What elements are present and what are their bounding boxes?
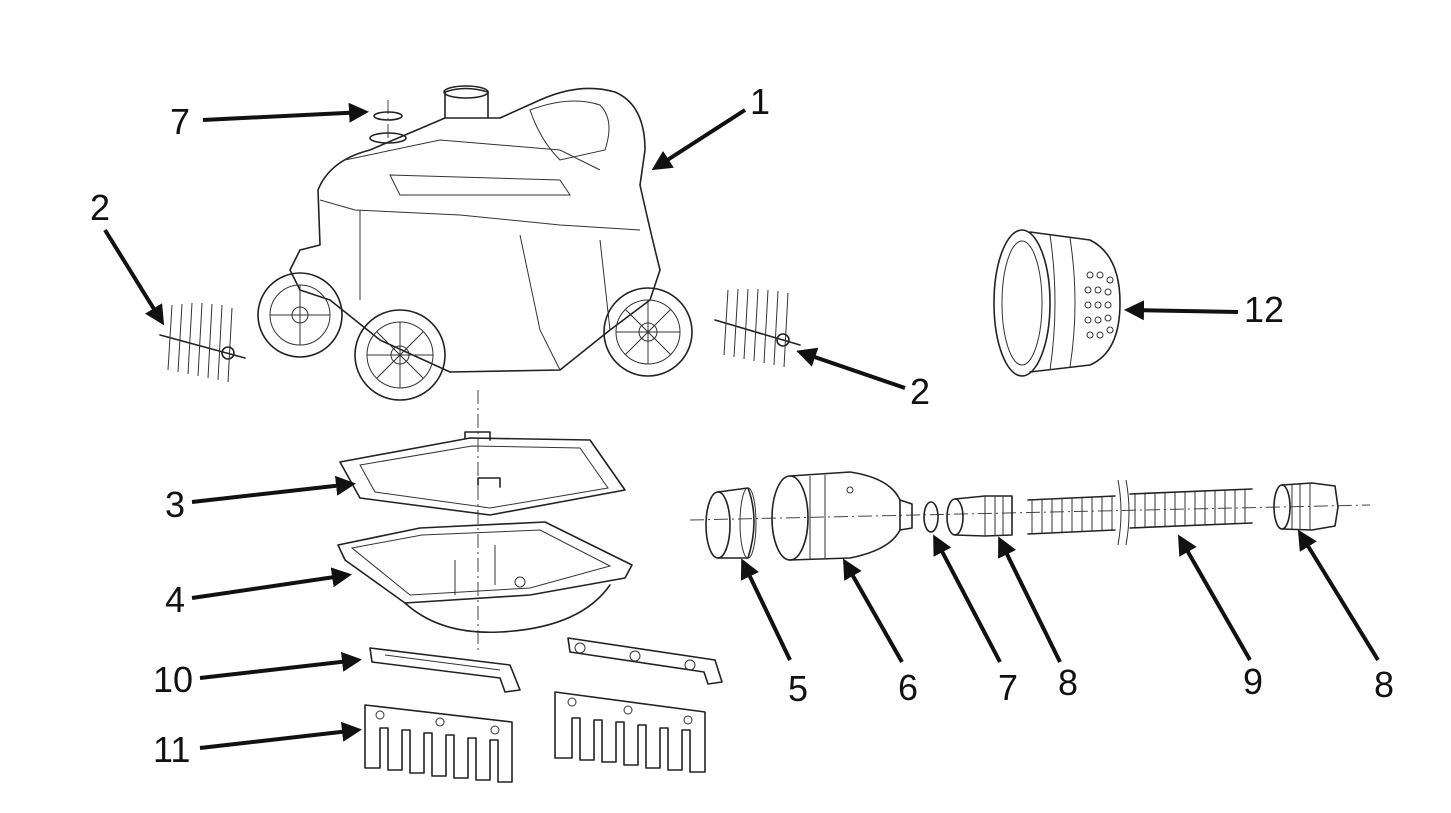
arrow-2-left — [103, 228, 165, 326]
callout-5: 5 — [788, 668, 808, 709]
arrow-2-right — [796, 347, 906, 390]
callout-arrows — [103, 102, 1380, 750]
arrow-12 — [1124, 300, 1239, 321]
callout-11: 11 — [153, 729, 190, 770]
callout-9: 9 — [1243, 661, 1263, 702]
callout-6: 6 — [898, 667, 918, 708]
arrow-4 — [191, 567, 352, 600]
callout-10: 10 — [153, 659, 193, 700]
end-cap-drawing — [705, 487, 757, 559]
swivel-connector-drawing — [771, 471, 913, 561]
clip-bar-drawing — [369, 637, 723, 693]
arrow-3 — [191, 475, 356, 504]
arrow-8-left — [998, 536, 1062, 663]
arrow-9 — [1178, 534, 1252, 661]
arrow-11 — [199, 721, 362, 750]
brush-left-drawing — [159, 302, 246, 383]
arrow-7-top — [202, 102, 369, 123]
callout-labels: 1 2 2 3 4 5 6 7 7 8 8 9 10 11 12 — [90, 81, 1394, 770]
arrow-5 — [740, 558, 792, 661]
comb-plate-drawing — [364, 691, 706, 783]
callout-2-left: 2 — [90, 187, 110, 228]
arrow-8-right — [1297, 529, 1380, 662]
arrow-7-hose — [933, 534, 1002, 663]
callout-8-left: 8 — [1058, 662, 1078, 703]
callout-8-right: 8 — [1374, 664, 1394, 705]
callout-3: 3 — [165, 484, 185, 525]
callout-7-top: 7 — [170, 101, 190, 142]
coupler-left-drawing — [946, 495, 1013, 537]
arrow-6 — [843, 558, 904, 663]
arrow-1 — [651, 108, 747, 171]
filter-frame-drawing — [339, 431, 626, 516]
hose-drawing — [1027, 479, 1253, 546]
callout-2-right: 2 — [910, 371, 930, 412]
callout-12: 12 — [1244, 289, 1284, 330]
filter-basket-drawing — [337, 521, 633, 634]
o-ring-hose-drawing — [923, 501, 939, 533]
horizontal-axis-line — [689, 504, 1371, 521]
callout-1: 1 — [750, 81, 770, 122]
robot-body — [257, 85, 693, 401]
grille-cap-drawing — [993, 229, 1121, 377]
brush-right-drawing — [714, 288, 801, 368]
arrow-10 — [199, 651, 362, 680]
callout-4: 4 — [165, 579, 185, 620]
o-ring-top-drawing — [373, 111, 403, 121]
coupler-right-drawing — [1273, 482, 1339, 531]
callout-7-hose: 7 — [998, 667, 1018, 708]
